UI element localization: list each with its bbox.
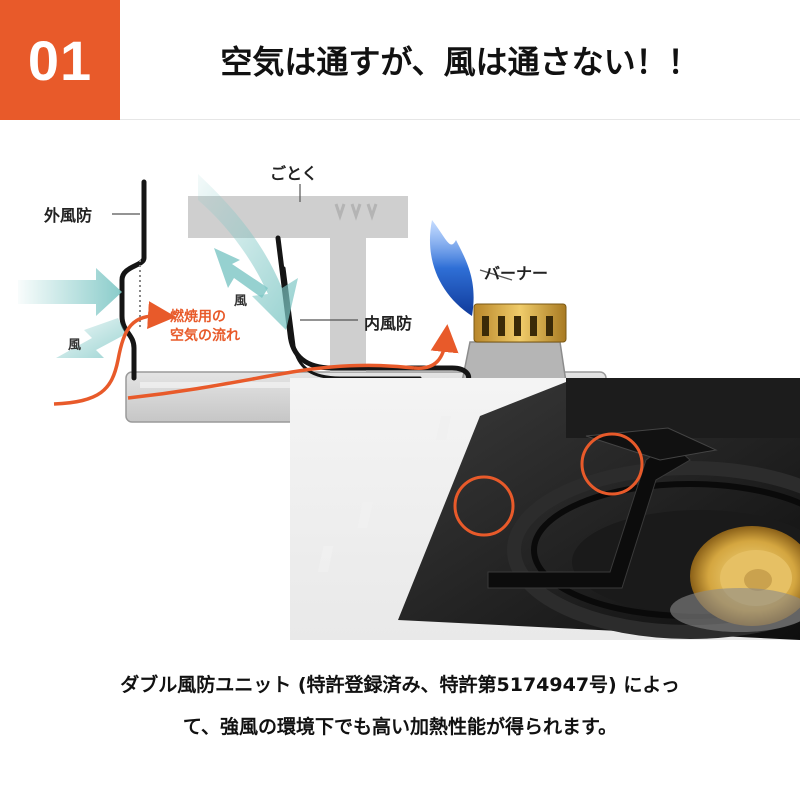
highlight-circle-inner [580, 432, 644, 496]
label-wind-2: 風 [68, 338, 82, 353]
wind-arrow-left-in [18, 268, 122, 316]
trivet-shape [188, 196, 408, 372]
label-airflow: 燃焼用の 空気の流れ [170, 308, 240, 346]
highlight-circle-outer [453, 475, 515, 537]
wind-arrow-left-out [56, 318, 126, 358]
wind-arrow-deflected [214, 248, 268, 298]
airflow-arrow-1 [53, 301, 176, 406]
caption-line1: ダブル風防ユニット (特許登録済み、特許第5174947号) によっ [120, 674, 680, 696]
header: 01 空気は通すが、風は通さない！！ [0, 0, 800, 120]
burner-body [461, 341, 567, 383]
label-wind-1: 風 [234, 294, 248, 309]
label-trivet: ごとく [270, 164, 318, 183]
diagram-illustration [18, 174, 800, 640]
airflow-arrow-2 [413, 324, 459, 370]
outer-windscreen-line [119, 179, 147, 381]
windscreen-diagram: 外風防 ごとく バーナー 内風防 風 風 燃焼用の 空気の流れ [0, 120, 800, 640]
label-airflow-line2: 空気の流れ [170, 328, 240, 344]
flame-icon [429, 220, 474, 316]
label-inner-windscreen: 内風防 [364, 314, 413, 333]
label-airflow-line1: 燃焼用の [170, 309, 226, 325]
badge-number: 01 [27, 28, 93, 92]
number-badge: 01 [0, 0, 120, 120]
label-burner: バーナー [484, 264, 549, 283]
label-outer-windscreen: 外風防 [44, 206, 93, 225]
headline: 空気は通すが、風は通さない！！ [220, 43, 700, 81]
caption: ダブル風防ユニット (特許登録済み、特許第5174947号) によっ て、強風の… [0, 664, 800, 748]
caption-line2: て、強風の環境下でも高い加熱性能が得られます。 [182, 716, 618, 738]
wind-arrow-top [198, 174, 298, 330]
